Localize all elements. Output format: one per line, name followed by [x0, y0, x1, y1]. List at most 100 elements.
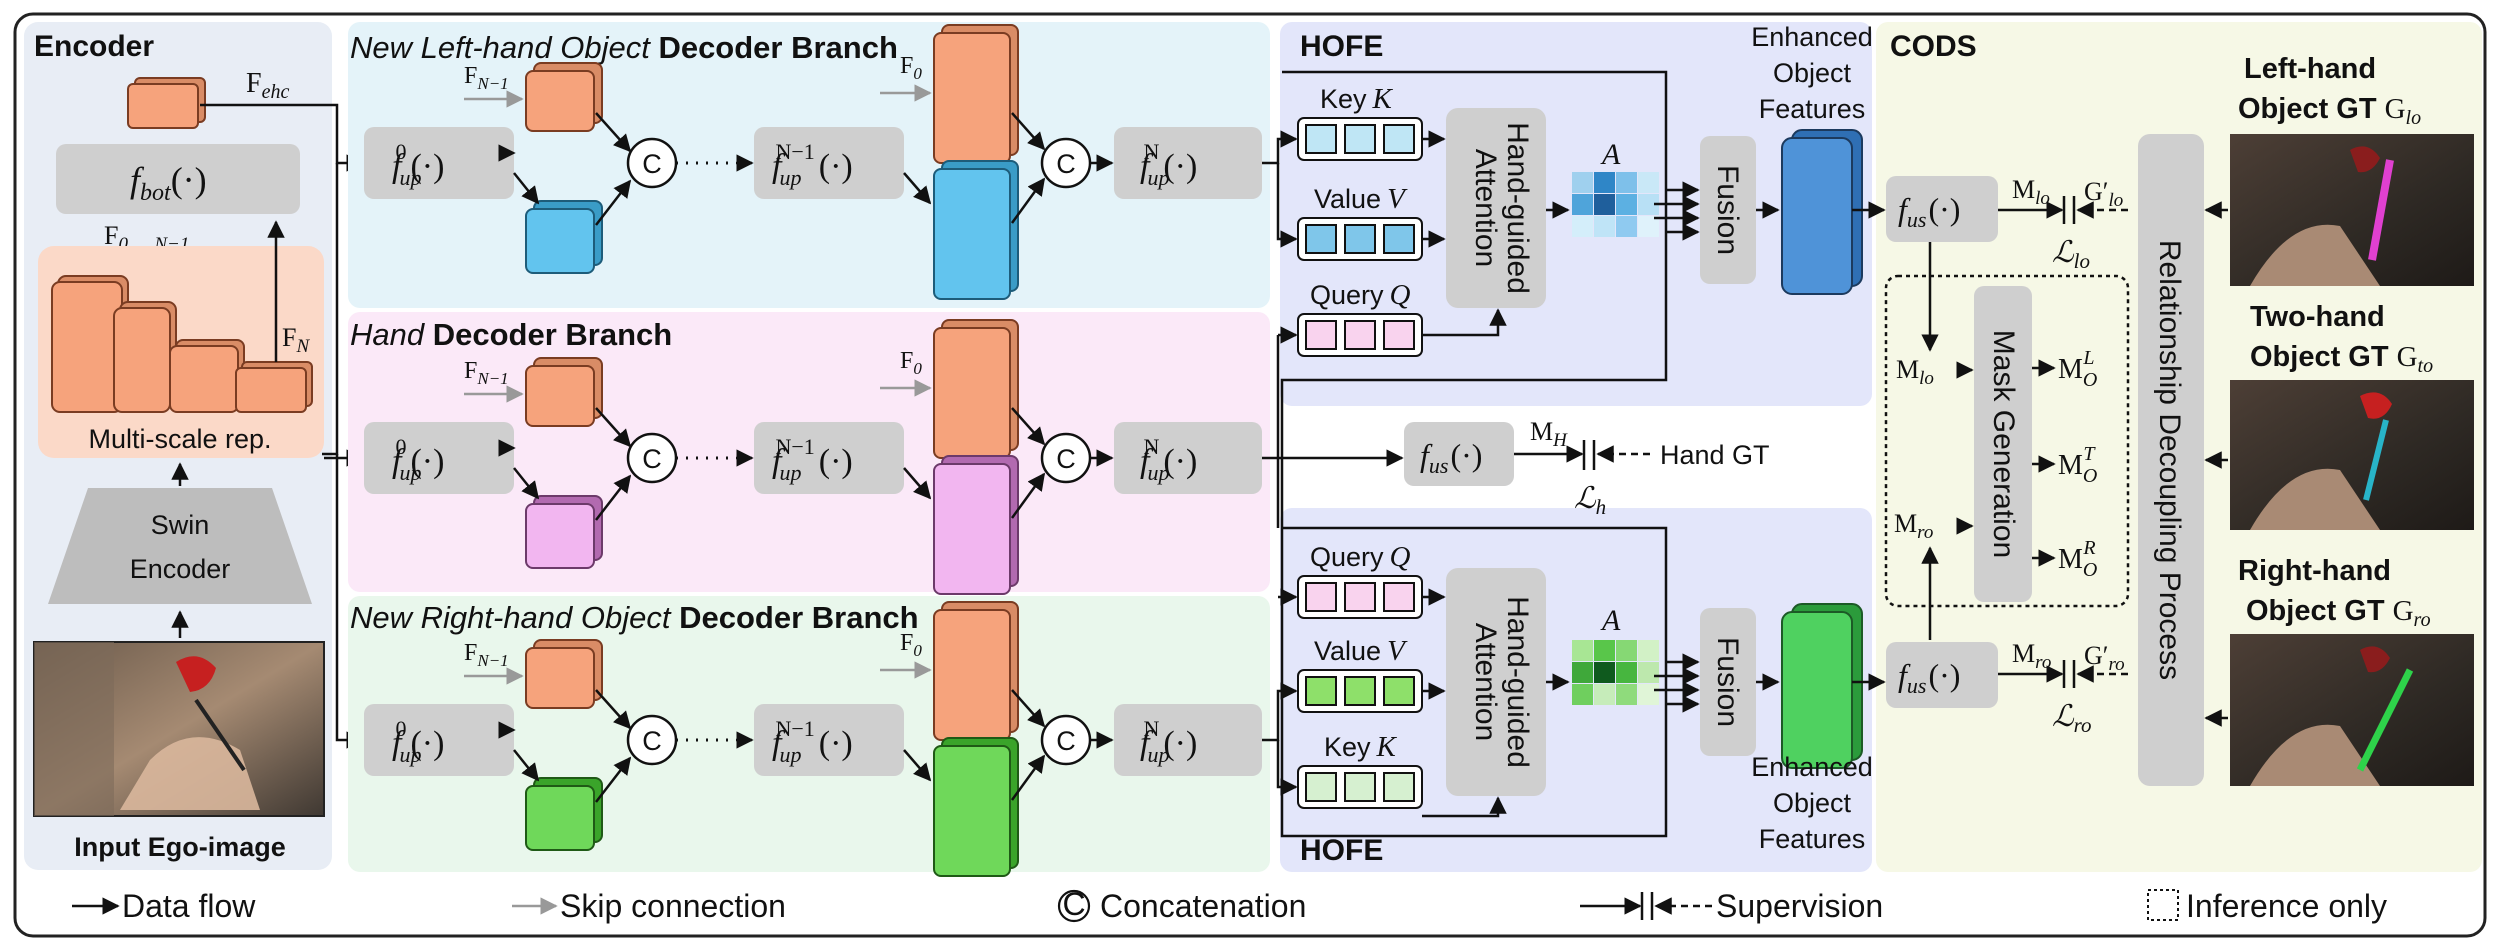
gt-right-label-1: Right-hand [2238, 555, 2391, 587]
enhanced-bottom-3: Features [1759, 824, 1866, 854]
input-label: Input Ego-image [74, 832, 286, 862]
attention-cell [1616, 172, 1637, 193]
fus-box-ro [1886, 642, 1998, 708]
fus-ro-label: fus(·) [1898, 657, 1960, 698]
hand-branch-title: Hand Decoder Branch [350, 317, 672, 352]
key-vector-top [1297, 117, 1423, 161]
g-lo-label: G′lo [2084, 177, 2123, 211]
legend-inference-only: Inference only [2186, 888, 2387, 924]
left-branch-title: New Left-hand Object Decoder Branch [350, 30, 898, 65]
multiscale-label: Multi-scale rep. [88, 424, 271, 454]
left-upsampled-block [525, 200, 603, 274]
ehc-feature-block [127, 77, 206, 129]
gt-right-image [2230, 634, 2474, 786]
left-upN-label: fupN(·) [1140, 139, 1197, 190]
attention-cell [1638, 172, 1659, 193]
fusion-input-arrows [1654, 181, 1700, 713]
attn-map-label-top: A [1600, 138, 1621, 171]
enhanced-bottom-2: Object [1773, 788, 1852, 818]
attention-cell [1616, 684, 1637, 705]
right-upN-box [1114, 704, 1262, 776]
gt-two-image [2230, 380, 2474, 530]
attn-map-label-bottom: A [1600, 604, 1621, 637]
m-lo-label: Mlo [2012, 175, 2050, 209]
legend-data-flow: Data flow [122, 888, 256, 924]
attention-cell [1638, 684, 1659, 705]
value-vector-top [1297, 217, 1423, 261]
swin-label-2: Encoder [130, 554, 231, 584]
mask-outputs: MOL MOT MOR [2032, 347, 2097, 581]
fusion-box-top [1700, 136, 1756, 284]
hofe-bottom-title: HOFE [1300, 834, 1383, 867]
input-ego-image [33, 641, 325, 817]
attention-label-bottom-2: Attention [1469, 623, 1502, 741]
hand-up0-box [364, 422, 514, 494]
hand-upsampled-block [525, 495, 603, 569]
hand-upN1-box [754, 422, 904, 494]
g-ro-label: G′ro [2084, 641, 2125, 675]
m-ro-label: Mro [2012, 639, 2051, 673]
right-up0-box [364, 704, 514, 776]
attention-box-top [1446, 108, 1546, 308]
left-skip-label: FN−1 [464, 63, 509, 93]
left-skip0-label: F0 [900, 53, 922, 83]
swin-label-1: Swin [151, 510, 210, 540]
left-skip-feature-block [525, 62, 603, 132]
mo-two-label: MOT [2058, 443, 2097, 487]
left-concat-2-label: C [1056, 149, 1076, 179]
attention-cell [1638, 216, 1659, 237]
legend-skip-connection: Skip connection [560, 888, 786, 924]
enhanced-feature-block-bottom [1781, 603, 1863, 769]
mo-left-label: MOL [2058, 347, 2097, 391]
gt-two-label-1: Two-hand [2250, 301, 2385, 333]
fus-lo-label: fus(·) [1898, 191, 1960, 232]
legend-supervision: Supervision [1716, 888, 1883, 924]
fus-box-lo [1886, 176, 1998, 242]
swin-encoder [48, 488, 312, 604]
left-concat-1-label: C [642, 149, 662, 179]
branch-to-hofe-lines [1262, 130, 1404, 796]
attention-cell [1572, 640, 1593, 661]
attention-cell [1638, 640, 1659, 661]
fusion-label-top: Fusion [1711, 165, 1744, 255]
attention-cell [1572, 684, 1593, 705]
gt-to-decoupling-arrows [2204, 201, 2228, 727]
attention-label-bottom-1: Hand-guided [1501, 596, 1534, 768]
left-skip0-feature-block [933, 24, 1019, 164]
attention-cell [1594, 172, 1615, 193]
hand-upN1-label: fupN−1(·) [772, 434, 853, 485]
hofe-top-title: HOFE [1300, 30, 1383, 63]
attention-label-top-2: Attention [1469, 149, 1502, 267]
encoder-title: Encoder [34, 30, 154, 63]
attention-cell [1572, 172, 1593, 193]
hand-upN-label: fupN(·) [1140, 434, 1197, 485]
attention-box-bottom [1446, 568, 1546, 796]
right-upN1-box [754, 704, 904, 776]
attention-cell [1638, 662, 1659, 683]
loss-ro-label: ℒro [2052, 700, 2092, 737]
enhanced-bottom-1: Enhanced [1751, 752, 1873, 782]
hand-gt-label: Hand GT [1660, 440, 1770, 470]
mask-generation-box [1974, 286, 2032, 602]
right-up0-label: fup0(·) [392, 716, 444, 767]
legend-concat-symbol: C [1062, 886, 1085, 922]
legend: Data flow Skip connection C Concatenatio… [72, 886, 2387, 924]
attention-cell [1594, 216, 1615, 237]
enhanced-top-1: Enhanced [1751, 22, 1873, 52]
value-vector-bottom [1297, 669, 1423, 713]
left-up0-box [364, 127, 514, 199]
right-upN1-label: fupN−1(·) [772, 716, 853, 767]
attention-cell [1616, 662, 1637, 683]
attention-cell [1638, 194, 1659, 215]
hand-skip-label: FN−1 [464, 358, 509, 388]
hand-skip-feature-block [525, 357, 603, 427]
decoupling-box [2138, 134, 2204, 786]
right-concat-2-label: C [1056, 726, 1076, 756]
left-upN1-label: fupN−1(·) [772, 139, 853, 190]
